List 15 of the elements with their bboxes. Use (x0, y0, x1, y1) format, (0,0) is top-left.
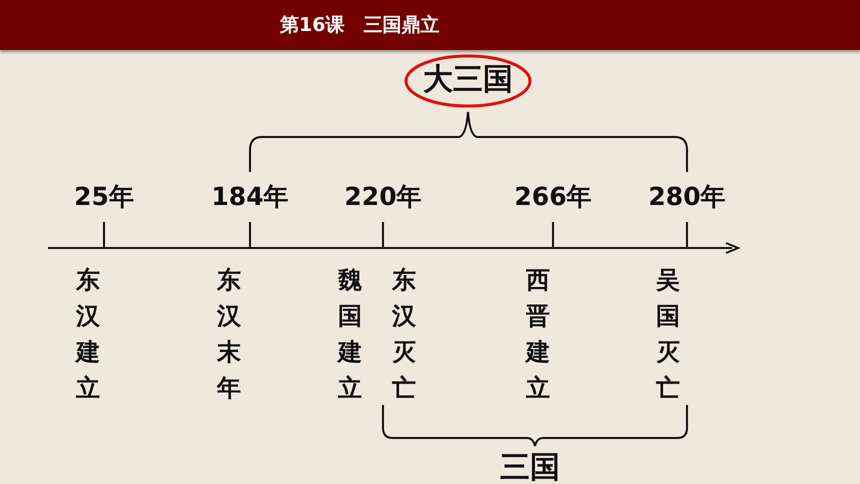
year-label: 25年 (74, 181, 134, 213)
slide-title: 第16课 三国鼎立 (280, 13, 440, 38)
event-label: 吴国灭亡 (656, 265, 680, 404)
year-label: 280年 (648, 181, 726, 213)
event-label: 东汉末年 (217, 265, 241, 404)
year-label: 184年 (211, 181, 289, 213)
highlight-ellipse (404, 54, 532, 108)
year-label: 266年 (514, 181, 592, 213)
event-label: 魏国建立 (338, 265, 362, 404)
year-label: 220年 (344, 181, 422, 213)
event-label: 西晋建立 (526, 265, 550, 404)
heading-text: 大三国 (422, 62, 514, 98)
event-label: 东汉建立 (76, 265, 100, 404)
period-label: 三国 (500, 449, 560, 484)
event-label: 东汉灭亡 (392, 265, 416, 404)
